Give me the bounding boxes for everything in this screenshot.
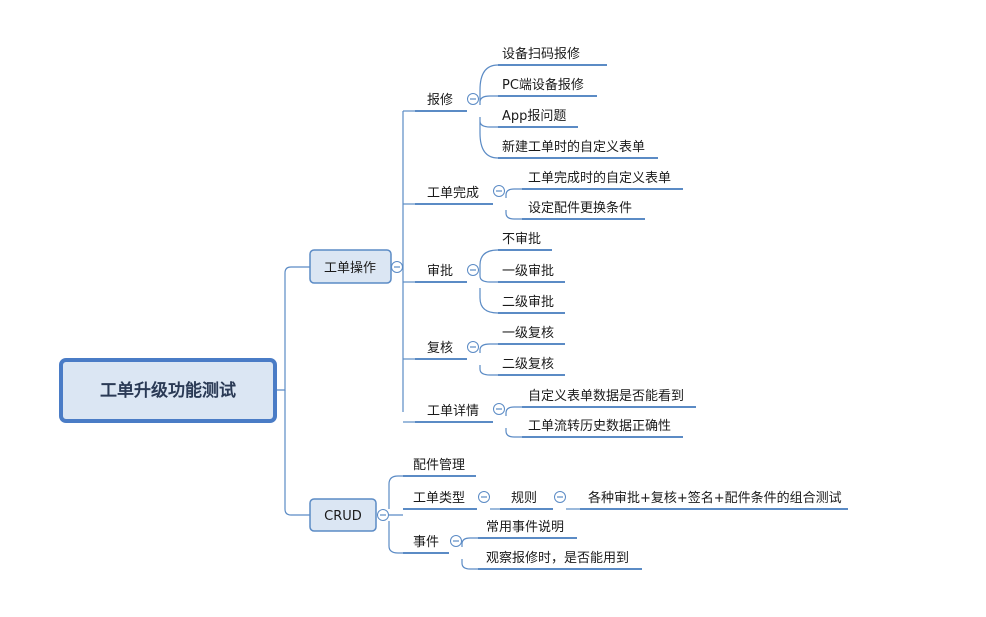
connector-review-trunk [479, 343, 498, 376]
minus-circle-icon[interactable] [467, 341, 479, 353]
cat-label-approve[interactable]: 审批 [427, 264, 453, 279]
connector-repair-trunk [479, 64, 499, 159]
branch-label-ops: 工单操作 [324, 260, 376, 276]
connector-approve-trunk [479, 249, 499, 314]
leaf-label[interactable]: 设定配件更换条件 [528, 200, 632, 216]
cat-label-rule[interactable]: 规则 [511, 491, 537, 506]
leaf-label[interactable]: 二级审批 [502, 295, 554, 310]
cat-label-review[interactable]: 复核 [427, 341, 453, 356]
cat-label-ticket-type[interactable]: 工单类型 [413, 491, 465, 506]
minus-circle-icon[interactable] [493, 403, 505, 415]
minus-circle-icon[interactable] [467, 93, 479, 105]
branch-node-crud[interactable]: CRUD [309, 498, 377, 532]
leaf-label[interactable]: App报问题 [502, 109, 566, 124]
leaf-label[interactable]: 二级复核 [502, 357, 554, 372]
connector-complete-trunk [505, 188, 522, 220]
root-node[interactable]: 工单升级功能测试 [59, 358, 277, 423]
connectors [275, 64, 580, 570]
minus-circle-icon[interactable] [450, 535, 462, 547]
branch-label-crud: CRUD [324, 509, 362, 524]
leaf-label[interactable]: 各种审批+复核+签名+配件条件的组合测试 [588, 490, 842, 506]
connector-detail-trunk [505, 406, 522, 438]
minus-circle-icon[interactable] [377, 509, 389, 521]
leaf-label[interactable]: 设备扫码报修 [502, 46, 580, 62]
leaf-label[interactable]: 不审批 [502, 232, 541, 247]
connector-event-trunk [461, 537, 478, 570]
leaf-label[interactable]: 常用事件说明 [486, 520, 564, 535]
leaf-label[interactable]: 工单流转历史数据正确性 [528, 419, 671, 434]
cat-label-parts[interactable]: 配件管理 [413, 458, 465, 473]
connector-root-crud [284, 390, 310, 516]
cat-label-detail[interactable]: 工单详情 [427, 404, 479, 419]
leaf-label[interactable]: 自定义表单数据是否能看到 [528, 388, 684, 404]
leaf-label[interactable]: 一级复核 [502, 326, 554, 341]
leaf-label[interactable]: 工单完成时的自定义表单 [528, 170, 671, 186]
cat-label-repair[interactable]: 报修 [427, 93, 453, 108]
minus-circle-icon[interactable] [478, 491, 490, 503]
leaf-label[interactable]: 观察报修时，是否能用到 [486, 551, 629, 566]
leaf-label[interactable]: PC端设备报修 [502, 77, 584, 93]
minus-circle-icon[interactable] [467, 264, 479, 276]
leaf-label[interactable]: 新建工单时的自定义表单 [502, 139, 645, 155]
root-label: 工单升级功能测试 [100, 380, 236, 401]
minus-circle-icon[interactable] [493, 185, 505, 197]
minus-circle-icon[interactable] [554, 491, 566, 503]
branch-node-ops[interactable]: 工单操作 [309, 249, 392, 284]
cat-label-event[interactable]: 事件 [413, 535, 439, 550]
cat-label-complete[interactable]: 工单完成 [427, 186, 479, 201]
connector-root-ops [275, 266, 310, 391]
leaf-label[interactable]: 一级审批 [502, 264, 554, 279]
minus-circle-icon[interactable] [391, 261, 403, 273]
connector-crud-trunk [388, 475, 403, 554]
